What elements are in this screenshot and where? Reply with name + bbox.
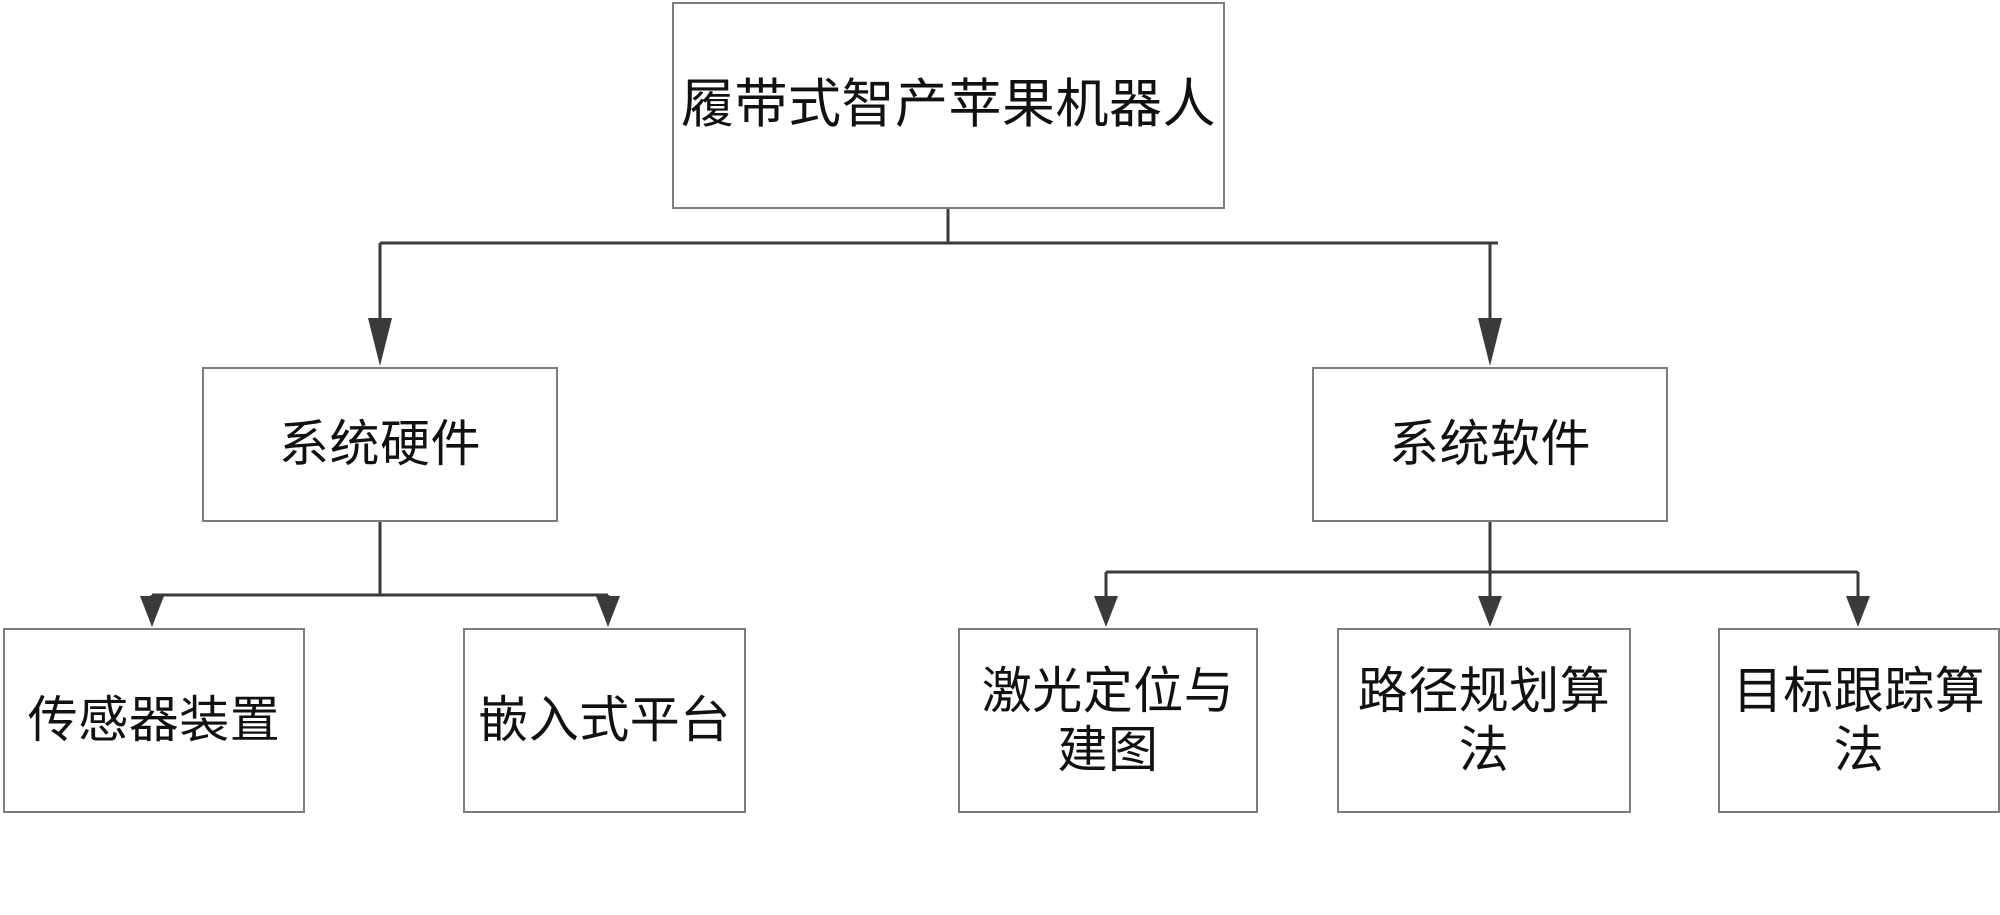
node-path-label: 路径规划算法 [1357,662,1611,778]
node-hardware-label: 系统硬件 [279,416,481,472]
node-embedded-label: 嵌入式平台 [478,692,731,748]
node-embedded-platform[interactable]: 嵌入式平台 [463,628,746,813]
arrow-hardware-to-embedded [596,595,620,627]
arrow-hardware-to-sensor [140,595,164,627]
node-system-hardware[interactable]: 系统硬件 [202,367,558,522]
arrow-root-to-hardware [368,243,392,366]
node-target-tracking-algorithm[interactable]: 目标跟踪算法 [1718,628,2000,813]
edge-root-to-level2 [378,209,1498,252]
node-laser-slam[interactable]: 激光定位与建图 [958,628,1258,813]
node-system-software[interactable]: 系统软件 [1312,367,1668,522]
node-sensor-label: 传感器装置 [27,692,281,748]
node-path-planning-algorithm[interactable]: 路径规划算法 [1337,628,1631,813]
node-tracking-label: 目标跟踪算法 [1732,662,1986,778]
node-slam-label: 激光定位与建图 [981,662,1235,778]
node-software-label: 系统软件 [1389,416,1591,472]
arrow-software-to-slam [1094,572,1118,627]
edge-software-to-level3 [1106,522,1858,574]
arrow-root-to-software [1478,243,1502,366]
node-root-tracked-apple-robot[interactable]: 履带式智产苹果机器人 [672,2,1225,209]
node-root-label: 履带式智产苹果机器人 [681,76,1216,135]
arrow-software-to-tracking [1846,572,1870,627]
edge-hardware-to-level3 [152,522,608,597]
node-sensor-device[interactable]: 传感器装置 [3,628,305,813]
arrow-software-to-path [1478,572,1502,627]
